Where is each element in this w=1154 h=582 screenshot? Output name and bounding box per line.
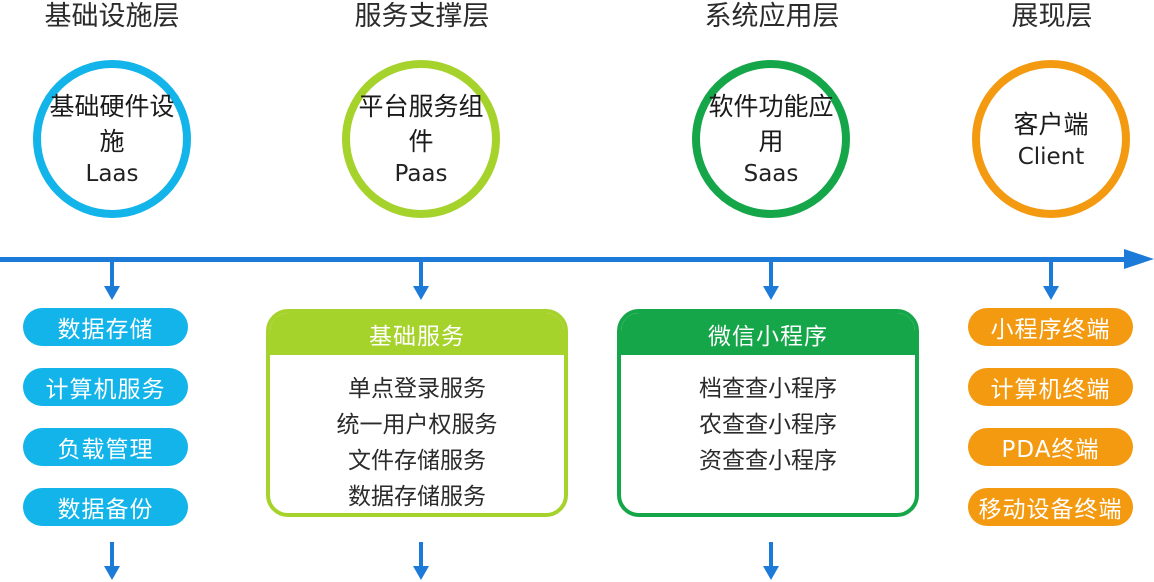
circle-platform: 平台服务组件 Paas — [342, 60, 500, 218]
circle-platform-en: Paas — [394, 161, 448, 187]
list-item: 资查查小程序 — [699, 448, 837, 474]
list-item: 统一用户权服务 — [336, 412, 498, 438]
down-arrow-platform — [413, 262, 429, 300]
layer-title-infrastructure: 基础设施层 — [44, 1, 180, 32]
layer-title-presentation: 展现层 — [1011, 1, 1093, 32]
circle-application: 软件功能应用 Saas — [692, 60, 850, 218]
down-arrow-presentation — [1043, 262, 1059, 300]
client-item: 移动设备终端 — [968, 488, 1133, 526]
application-card: 微信小程序 档查查小程序 农查查小程序 资查查小程序 — [617, 309, 919, 517]
circle-presentation-en: Client — [1017, 143, 1085, 170]
timeline-arrowhead — [1124, 249, 1154, 269]
layer-title-platform: 服务支撑层 — [354, 1, 490, 32]
application-card-list: 档查查小程序 农查查小程序 资查查小程序 — [621, 355, 915, 479]
infrastructure-item: 负载管理 — [23, 428, 188, 466]
list-item: 文件存储服务 — [348, 448, 486, 474]
list-item: 单点登录服务 — [348, 376, 486, 402]
bottom-arrow-platform — [413, 542, 429, 580]
bottom-arrow-infrastructure — [104, 542, 120, 580]
circle-application-cn: 软件功能应用 — [708, 92, 834, 156]
circle-infrastructure: 基础硬件设施 Laas — [33, 60, 191, 218]
infrastructure-item: 计算机服务 — [23, 368, 188, 406]
application-card-header: 微信小程序 — [621, 313, 915, 355]
infrastructure-item: 数据备份 — [23, 488, 188, 526]
down-arrow-application — [763, 262, 779, 300]
circle-presentation: 客户端 Client — [972, 60, 1130, 218]
circle-presentation-cn: 客户端 — [1013, 109, 1089, 139]
circle-application-en: Saas — [743, 161, 799, 187]
circle-infrastructure-cn: 基础硬件设施 — [49, 92, 175, 156]
circle-infrastructure-en: Laas — [85, 161, 139, 187]
client-item: 小程序终端 — [968, 308, 1133, 346]
platform-card-list: 单点登录服务 统一用户权服务 文件存储服务 数据存储服务 — [270, 355, 564, 513]
layer-title-application: 系统应用层 — [704, 1, 840, 32]
down-arrow-infrastructure — [104, 262, 120, 300]
infrastructure-item: 数据存储 — [23, 308, 188, 346]
list-item: 农查查小程序 — [699, 412, 837, 438]
circle-platform-cn: 平台服务组件 — [358, 92, 484, 156]
platform-services-card: 基础服务 单点登录服务 统一用户权服务 文件存储服务 数据存储服务 — [266, 309, 568, 517]
client-item: PDA终端 — [968, 428, 1133, 466]
platform-card-header: 基础服务 — [270, 313, 564, 355]
client-item: 计算机终端 — [968, 368, 1133, 406]
list-item: 档查查小程序 — [699, 376, 837, 402]
list-item: 数据存储服务 — [348, 484, 486, 510]
timeline-line — [0, 257, 1130, 262]
bottom-arrow-application — [763, 542, 779, 580]
